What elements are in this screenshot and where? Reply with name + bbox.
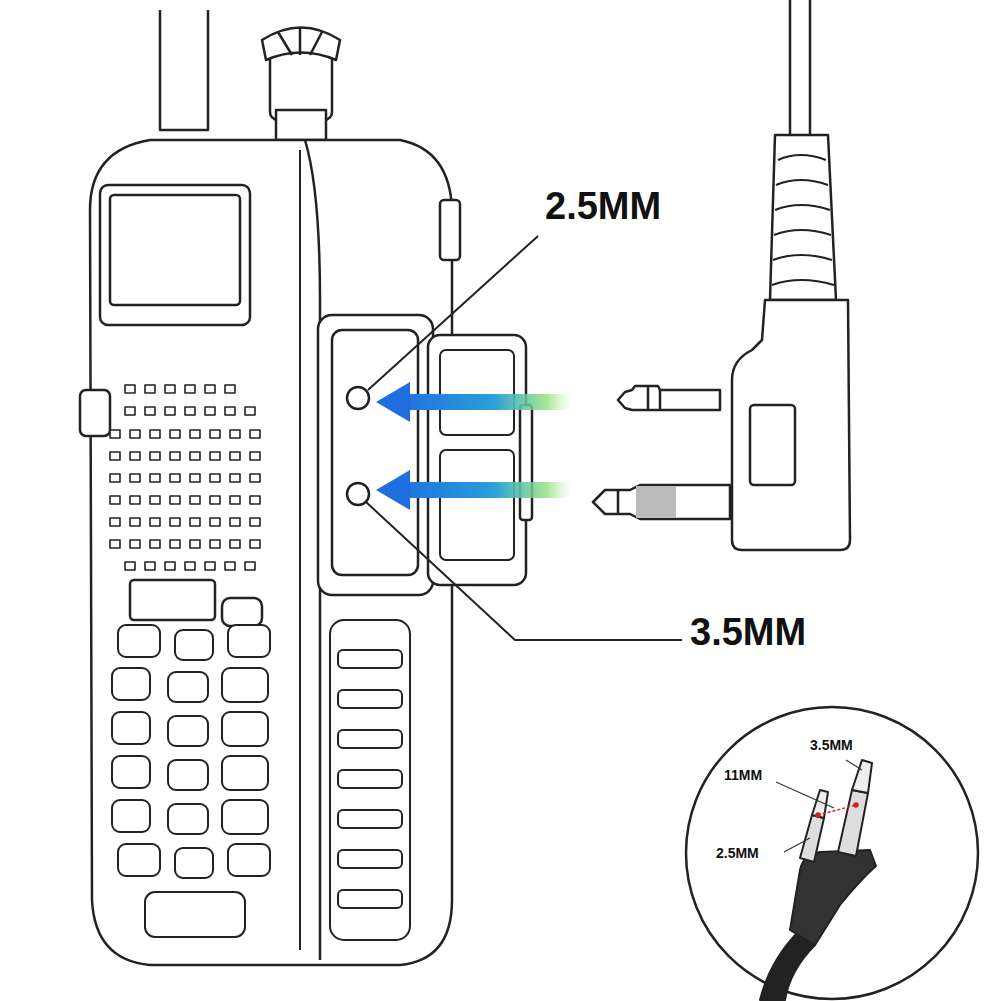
jack-size-label: 3.5MM — [690, 612, 806, 654]
pin-dimension-label: 2.5MM — [714, 846, 761, 861]
jack-size-label: 2.5MM — [545, 186, 661, 228]
pin-dimension-label: 3.5MM — [808, 738, 855, 753]
pin-dimension-label: 11MM — [722, 768, 764, 783]
